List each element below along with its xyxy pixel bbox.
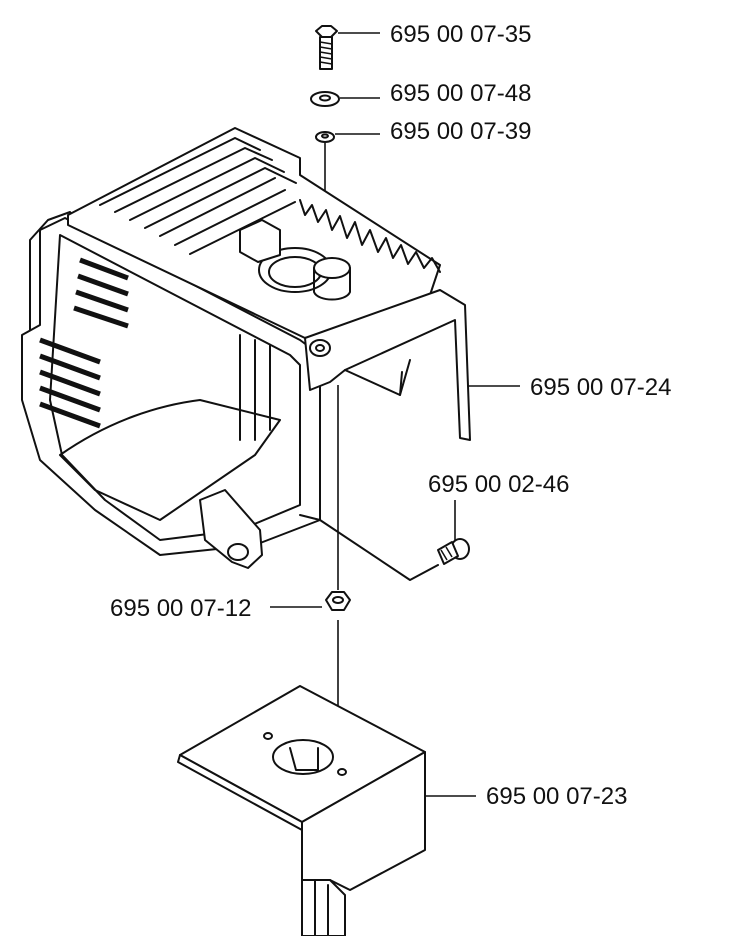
- bracket-plate-part: [177, 685, 426, 936]
- label-washer-large: 695 00 07-48: [390, 80, 531, 107]
- washer-large-part: [310, 91, 340, 107]
- washer-small-part: [315, 131, 335, 143]
- label-bolt: 695 00 07-35: [390, 21, 531, 48]
- label-washer-small: 695 00 07-39: [390, 118, 531, 145]
- label-cylinder-cover: 695 00 07-24: [530, 374, 671, 401]
- label-bracket-plate: 695 00 07-23: [486, 783, 627, 810]
- bolt-part: [315, 25, 338, 70]
- screw-part: [437, 538, 470, 565]
- label-nut: 695 00 07-12: [110, 595, 251, 622]
- nut-part: [325, 591, 351, 611]
- label-screw: 695 00 02-46: [428, 471, 569, 498]
- cylinder-cover-part: [21, 127, 471, 581]
